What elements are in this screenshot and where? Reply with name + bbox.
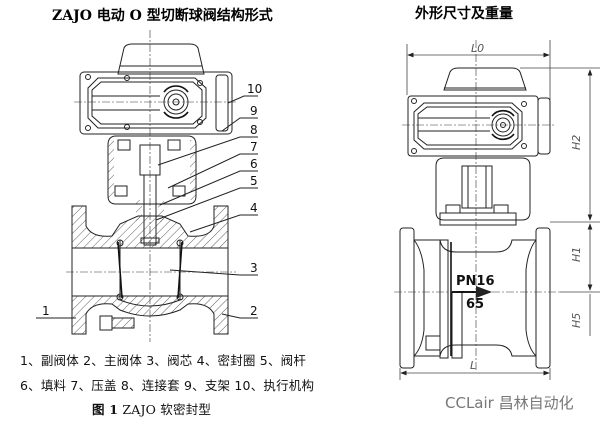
callout-4: 4 [250, 201, 258, 215]
actuator-cover [117, 43, 205, 75]
actuator-body [79, 71, 233, 135]
outline-view: L0 PN16 [394, 40, 600, 380]
dim-H2: H2 [570, 135, 583, 150]
callout-5: 5 [250, 174, 258, 188]
left-diagram-title: ZAJO 电动 O 型切断球阀结构形式 [52, 8, 273, 24]
body-marking-pn: PN16 [456, 274, 495, 289]
legend-line-2: 6、填料 7、压盖 8、连接套 9、支架 10、执行机构 [20, 378, 315, 393]
callout-9: 9 [250, 104, 258, 118]
legend-line-1: 1、副阀体 2、主阀体 3、阀芯 4、密封圈 5、阀杆 [20, 353, 307, 368]
dim-H5: H5 [570, 313, 583, 328]
right-diagram-title: 外形尺寸及重量 [415, 6, 513, 22]
bracket [107, 135, 197, 205]
dim-L: L [470, 359, 476, 372]
callout-leaders [36, 95, 258, 319]
callout-2: 2 [250, 304, 258, 318]
watermark: CCLair 昌林自动化 [445, 394, 574, 412]
callout-8: 8 [250, 123, 258, 137]
sectional-view: 10 9 8 7 6 5 4 3 2 1 [36, 30, 262, 342]
callout-7: 7 [250, 140, 258, 154]
callout-3: 3 [250, 261, 258, 275]
callout-1: 1 [42, 304, 50, 318]
callout-6: 6 [250, 157, 258, 171]
body-marking-dn: 65 [466, 297, 484, 312]
figure-number: 图 1 [92, 402, 119, 417]
figure-caption-text: ZAJO 软密封型 [118, 402, 212, 417]
dim-H1: H1 [570, 247, 583, 262]
figure-caption: 图 1 ZAJO 软密封型 [92, 399, 211, 418]
dim-L0: L0 [471, 42, 484, 55]
callout-10: 10 [247, 82, 262, 96]
